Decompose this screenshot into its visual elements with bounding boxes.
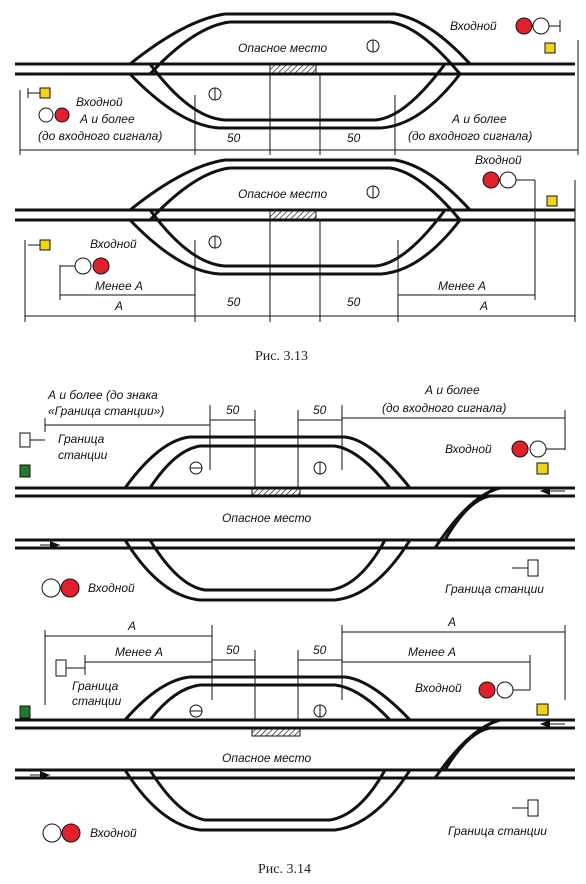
dimension-50: 50	[313, 403, 327, 417]
white-light-icon	[41, 578, 61, 598]
dimension-label: (до входного сигнала)	[38, 129, 162, 143]
fig13-bottom-diagram: Опасное место Входной Входной Менее А А …	[15, 153, 576, 322]
entry-signal-label: Входной	[415, 681, 462, 695]
danger-place-label: Опасное место	[238, 187, 328, 201]
dimension-label: А и более (до знака	[47, 388, 158, 402]
white-light-icon	[496, 681, 514, 699]
dimension-label: А	[479, 299, 488, 313]
yellow-signal-icon	[39, 239, 51, 251]
red-light-icon	[482, 171, 500, 189]
white-light-icon	[74, 257, 92, 275]
dimension-label: Менее А	[95, 279, 143, 293]
white-light-icon	[529, 440, 547, 458]
dimension-50: 50	[226, 643, 240, 657]
border-label: станции	[58, 448, 108, 462]
yellow-signal-icon	[536, 703, 549, 716]
danger-zone	[269, 63, 317, 75]
dimension-label: А и более	[424, 383, 480, 397]
dimension-50: 50	[227, 131, 241, 145]
danger-place-label: Опасное место	[222, 511, 312, 525]
fig14-bottom-diagram: А А Менее А Менее А 50 50 Граница станци…	[15, 615, 575, 843]
dimension-label: (до входного сигнала)	[382, 401, 506, 415]
entry-signal-label: Входной	[88, 581, 135, 595]
danger-place-label: Опасное место	[238, 41, 328, 55]
entry-signal-label: Входной	[450, 19, 497, 33]
yellow-signal-icon	[536, 462, 549, 475]
figure-caption: Рис. 3.14	[258, 862, 311, 877]
dimension-label: А и более	[79, 112, 135, 126]
dimension-50: 50	[313, 643, 327, 657]
dimension-50: 50	[226, 403, 240, 417]
entry-signal-label: Входной	[90, 237, 137, 251]
red-light-icon	[511, 440, 529, 458]
figure-caption: Рис. 3.13	[255, 349, 308, 364]
border-label: Граница станции	[448, 824, 547, 838]
fig13-top-diagram: Опасное место Входной Входной А и более …	[15, 12, 579, 155]
yellow-signal-icon	[544, 42, 556, 54]
dimension-50: 50	[347, 131, 361, 145]
green-signal-icon	[19, 464, 31, 478]
danger-zone	[251, 487, 301, 497]
white-light-icon	[38, 107, 54, 123]
danger-zone	[251, 727, 301, 737]
border-label: Граница	[58, 432, 105, 446]
red-light-icon	[478, 681, 496, 699]
dimension-label: (до входного сигнала)	[408, 129, 532, 143]
red-light-icon	[515, 17, 533, 35]
white-light-icon	[532, 17, 550, 35]
border-label: Граница станции	[445, 582, 544, 596]
dimension-50: 50	[347, 295, 361, 309]
border-sign-icon	[19, 432, 31, 448]
dimension-label: А	[447, 615, 456, 629]
white-light-icon	[499, 171, 517, 189]
entry-signal-label: Входной	[475, 153, 522, 167]
border-sign-icon	[55, 659, 67, 677]
border-label: станции	[72, 694, 122, 708]
border-label: Граница	[72, 679, 119, 693]
border-sign-icon	[527, 799, 539, 817]
yellow-signal-icon	[39, 87, 51, 99]
yellow-signal-icon	[546, 195, 558, 207]
border-sign-icon	[527, 559, 539, 577]
entry-signal-label: Входной	[445, 442, 492, 456]
fig14-top-diagram: А и более (до знака «Граница станции») А…	[15, 383, 575, 602]
dimension-label: А и более	[451, 112, 507, 126]
danger-place-label: Опасное место	[222, 751, 312, 765]
danger-zone	[269, 209, 317, 221]
entry-signal-label: Входной	[90, 826, 137, 840]
red-light-icon	[54, 107, 70, 123]
dimension-50: 50	[227, 295, 241, 309]
dimension-label: Менее А	[438, 279, 486, 293]
red-light-icon	[61, 823, 81, 843]
green-signal-icon	[19, 705, 31, 719]
dimension-label: А	[127, 619, 136, 633]
red-light-icon	[92, 257, 110, 275]
dimension-label: Менее А	[408, 645, 456, 659]
dimension-label: А	[114, 299, 123, 313]
dimension-label: Менее А	[115, 645, 163, 659]
white-light-icon	[42, 823, 62, 843]
red-light-icon	[60, 578, 80, 598]
entry-signal-label: Входной	[76, 95, 123, 109]
dimension-label: «Граница станции»)	[48, 404, 164, 418]
